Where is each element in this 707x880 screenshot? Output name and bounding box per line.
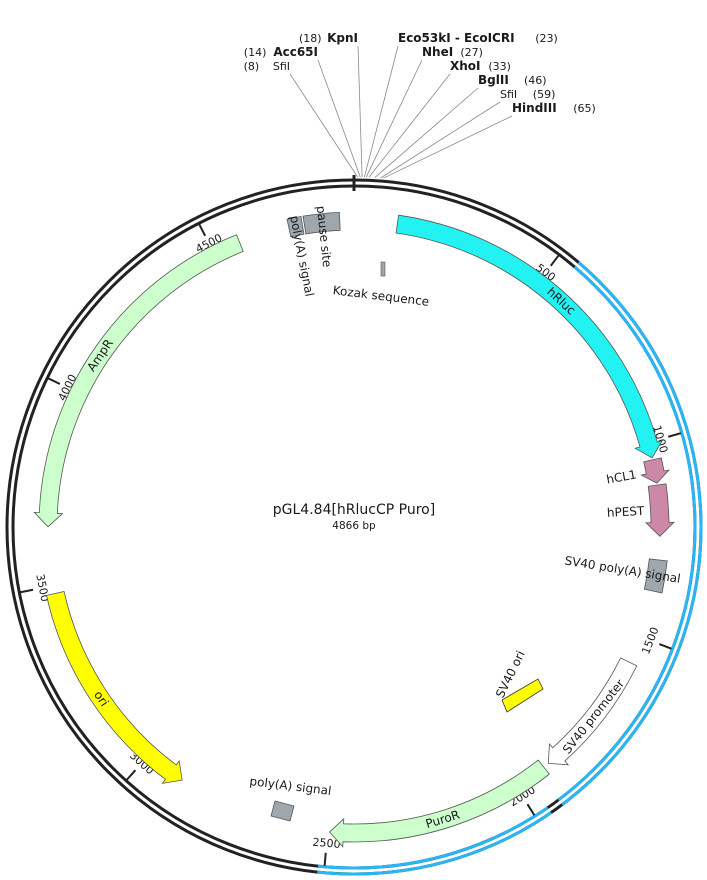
site-leader — [383, 115, 513, 179]
plasmid-name: pGL4.84[hRlucCP Puro] — [273, 502, 435, 518]
site-leader — [364, 45, 399, 178]
feature-label: hPEST — [607, 504, 646, 520]
site-bglii: BglII (46) — [478, 73, 547, 87]
feature-hrluc: hRluc — [395, 214, 664, 459]
feature-label: SV40 poly(A) signal — [564, 554, 682, 586]
polya-bottom-box — [270, 800, 295, 822]
tick-mark — [323, 852, 327, 866]
feature-shape — [328, 759, 550, 848]
feature-shape — [46, 591, 183, 784]
site-sfii: SfiI (59) — [500, 88, 555, 101]
site-leader — [380, 101, 501, 179]
site-name: SfiI — [273, 60, 290, 73]
site-leader — [365, 59, 423, 178]
feature-sv40-poly-a-signal: SV40 poly(A) signal — [564, 554, 682, 594]
site-name: XhoI — [450, 59, 481, 73]
site-leader — [357, 45, 363, 178]
site-leader — [368, 73, 451, 178]
site-leader — [374, 87, 479, 178]
site-position: (33) — [488, 60, 511, 73]
feature-shape — [302, 211, 341, 235]
site-hindiii: HindIII (65) — [512, 101, 596, 115]
highlight-arc — [561, 261, 703, 806]
site-kpni: KpnI (18) — [299, 31, 358, 45]
feature-shape — [643, 558, 668, 594]
site-name: HindIII — [512, 101, 557, 115]
feature-hcl1: hCL1 — [605, 457, 671, 487]
tick-mark — [549, 254, 560, 267]
site-position: (59) — [533, 88, 556, 101]
feature-hpest: hPEST — [607, 483, 675, 537]
feature-shape — [395, 214, 664, 459]
site-position: (65) — [573, 102, 596, 115]
site-leader — [289, 73, 358, 178]
feature-shape — [645, 483, 675, 537]
feature-shape — [547, 657, 638, 766]
feature-shape — [286, 216, 305, 238]
polya-bottom-label: poly(A) signal — [249, 774, 332, 798]
highlight-region — [317, 261, 703, 876]
site-name: KpnI — [327, 31, 358, 45]
highlight-gap — [317, 809, 550, 872]
feature-shape — [640, 457, 671, 484]
tick-label: 1500 — [639, 625, 661, 656]
site-sfii: SfiI (8) — [244, 60, 290, 73]
restriction-sites: SfiI (8) Acc65I (14) KpnI (18) Eco53kI - EcoIC… — [244, 31, 596, 179]
polya-bottom-feature: poly(A) signal — [249, 774, 332, 822]
site-position: (8) — [244, 60, 260, 73]
tick-mark — [125, 769, 137, 781]
site-name: Eco53kI - EcoICRI — [398, 31, 515, 45]
kozak-feature: Kozak sequence — [332, 261, 430, 309]
site-nhei: NheI (27) — [422, 45, 483, 59]
sv40-ori-box — [501, 678, 544, 713]
feature-ori: ori — [46, 591, 183, 784]
kozak-box — [380, 261, 386, 277]
highlight-arc — [317, 806, 549, 870]
feature-puror: PuroR — [328, 759, 550, 848]
site-position: (27) — [460, 46, 483, 59]
tick-mark — [47, 377, 61, 385]
highlight-arc — [557, 265, 697, 802]
tick-label: 2500 — [312, 836, 341, 851]
site-position: (23) — [535, 32, 558, 45]
tick-mark — [668, 432, 682, 438]
site-xhoi: XhoI (33) — [450, 59, 511, 73]
tick-mark — [526, 803, 536, 816]
kozak-label: Kozak sequence — [332, 283, 430, 309]
site-leader — [317, 59, 361, 178]
site-name: BglII — [478, 73, 509, 87]
site-name: Acc65I — [273, 45, 318, 59]
site-name: SfiI — [500, 88, 517, 101]
feature-label: hCL1 — [605, 467, 637, 486]
tick-mark — [198, 223, 207, 237]
feature-sv40-promoter: SV40 promoter — [547, 657, 638, 766]
highlight-gap — [559, 264, 699, 803]
site-position: (18) — [299, 32, 322, 45]
feature-shape — [33, 234, 244, 528]
feature-label: pause site — [314, 205, 334, 268]
site-position: (46) — [524, 74, 547, 87]
tick-mark — [658, 643, 672, 650]
site-eco53ki-ecoicri: Eco53kI - EcoICRI (23) — [398, 31, 558, 45]
plasmid-size: 4866 bp — [332, 520, 376, 532]
highlight-arc — [317, 811, 553, 876]
tick-mark — [20, 588, 34, 594]
site-acc65i: Acc65I (14) — [244, 45, 318, 59]
site-name: NheI — [422, 45, 453, 59]
site-position: (14) — [244, 46, 267, 59]
feature-pause-site: pause site — [302, 205, 341, 268]
sv40-ori-feature: SV40 ori — [493, 648, 544, 713]
